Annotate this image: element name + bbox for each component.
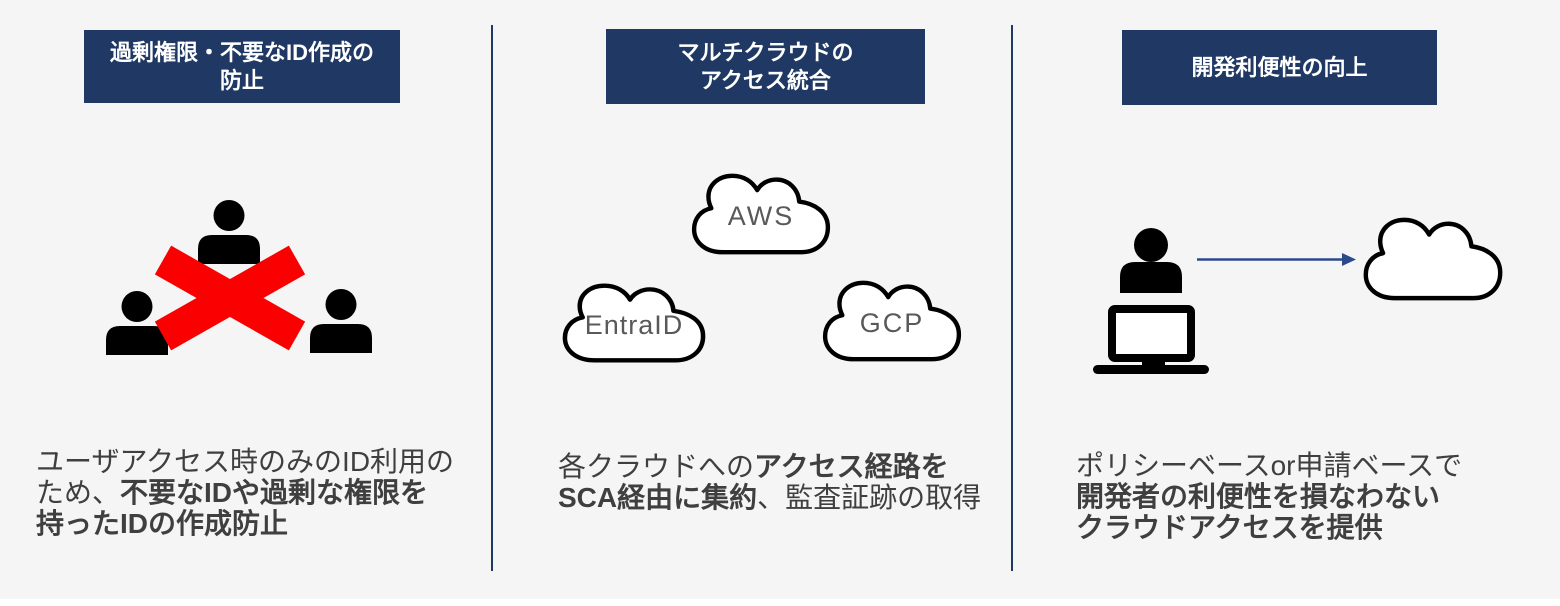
cloud-target [1361,215,1505,303]
red-cross-icon [154,245,306,351]
user-icon [198,200,260,264]
desc-segment: ユーザアクセス時のみのID利用の [36,446,455,477]
column1-header-label: 過剰権限・不要なID作成の 防止 [109,39,374,93]
desc-segment: 持ったIDの作成防止 [36,508,289,539]
column3-header-label: 開発利便性の向上 [1191,54,1368,80]
desc-segment: アクセス経路を [754,451,949,482]
desc-segment: 各クラウドへの [558,451,755,482]
user-laptop-icon [1093,228,1209,374]
cloud-icon [691,173,831,255]
desc-segment: SCA経由に集約 [558,482,758,513]
desc-segment: 不要なIDや過剰な権限を [120,477,429,508]
column3-description: ポリシーベースor申請ベースで 開発者の利便性を損なわない クラウドアクセスを提… [1076,450,1462,543]
desc-segment: ため、 [36,477,121,508]
three-users-crossed-out-icon [106,200,372,355]
desc-segment: クラウドアクセスを提供 [1076,512,1383,543]
column1-header: 過剰権限・不要なID作成の 防止 [84,30,400,103]
cloud-icon [562,283,706,363]
column3-header: 開発利便性の向上 [1122,30,1437,105]
cloud-aws: AWS [689,171,833,257]
column-divider [1011,25,1013,571]
user-icon [310,289,372,353]
desc-segment: 、監査証跡の取得 [757,482,982,513]
arrow-right-icon [1197,253,1356,266]
column-divider [491,25,493,571]
column1-description: ユーザアクセス時のみのID利用の ため、不要なIDや過剰な権限を 持ったIDの作… [36,446,454,539]
cloud-icon [822,280,962,362]
cloud-gcp: GCP [820,278,964,364]
column2-header: マルチクラウドの アクセス統合 [606,29,925,104]
column2-description: 各クラウドへのアクセス経路を SCA経由に集約、監査証跡の取得 [558,451,981,513]
desc-segment: ポリシーベースor申請ベースで [1076,450,1463,481]
bottom-margin-strip [0,599,1560,606]
column2-header-label: マルチクラウドの アクセス統合 [677,39,854,93]
cloud-entraid: EntraID [560,281,708,365]
cloud-aws-label: AWS [727,200,795,231]
desc-segment: 開発者の利便性を損なわない [1076,481,1441,512]
cloud-gcp-label: GCP [859,307,925,338]
cloud-icon [1363,217,1503,301]
cloud-entraid-label: EntraID [584,309,684,340]
